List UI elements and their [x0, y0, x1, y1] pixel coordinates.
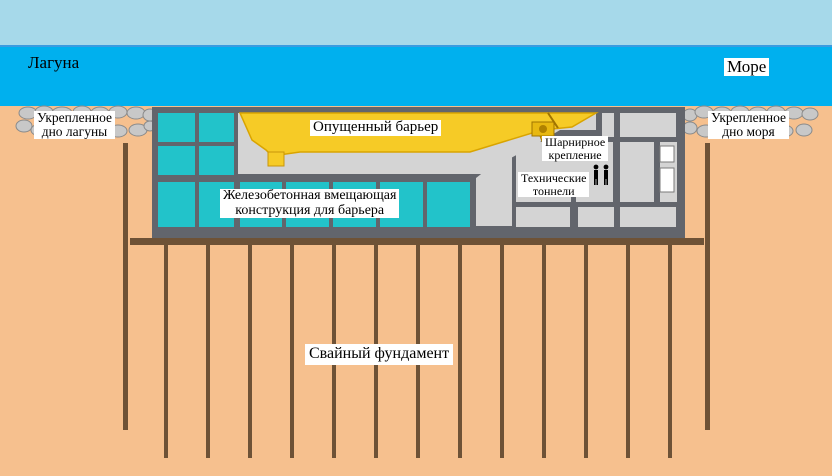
- pile: [626, 243, 630, 458]
- sea-bed-label-line2: дно моря: [722, 124, 775, 140]
- lagoon-bed-label-line2: дно лагуны: [41, 124, 108, 140]
- sky: [0, 0, 832, 46]
- pile: [290, 243, 294, 458]
- pile: [668, 243, 672, 458]
- water: [0, 46, 832, 108]
- sea-bed-label: Укрепленное дно моря: [708, 110, 789, 140]
- sloped-channel: [476, 150, 512, 226]
- lagoon-bed-label-line1: Укрепленное: [37, 110, 112, 125]
- people-silhouettes-icon: [593, 164, 609, 185]
- housing-label-line2: конструкция для барьера: [235, 202, 385, 218]
- pile: [123, 143, 128, 430]
- hinge-mechanism: [531, 112, 559, 146]
- water-surface-line: [0, 45, 832, 47]
- pile: [164, 243, 168, 458]
- tunnels-label-line2: тоннели: [532, 183, 575, 198]
- lowered-barrier-label: Опущенный барьер: [310, 119, 442, 136]
- pile: [500, 243, 504, 458]
- tunnels-label: Технические тоннели: [518, 171, 590, 198]
- lagoon-bed-label: Укрепленное дно лагуны: [34, 110, 115, 140]
- pile: [248, 243, 252, 458]
- sea-label: Море: [724, 58, 770, 76]
- pile-cap-beam: [130, 238, 704, 245]
- pile: [542, 243, 546, 458]
- barrier-foot: [267, 151, 285, 167]
- pile: [705, 143, 710, 430]
- hinge-label-line1: Шарнирное: [545, 135, 606, 149]
- sea-bed-label-line1: Укрепленное: [711, 110, 786, 125]
- pile: [206, 243, 210, 458]
- hinge-label-line2: крепление: [548, 147, 602, 162]
- pile-foundation-label: Свайный фундамент: [305, 344, 454, 365]
- pile: [458, 243, 462, 458]
- hinge-label: Шарнирное крепление: [542, 135, 609, 162]
- tunnels-label-line1: Технические: [521, 171, 587, 185]
- lagoon-label: Лагуна: [28, 53, 80, 72]
- housing-label-line1: Железобетонная вмещающая: [223, 188, 397, 203]
- housing-label: Железобетонная вмещающая конструкция для…: [220, 188, 400, 219]
- tunnel-divider: [571, 190, 576, 205]
- tunnel-windows: [659, 145, 675, 193]
- pile: [584, 243, 588, 458]
